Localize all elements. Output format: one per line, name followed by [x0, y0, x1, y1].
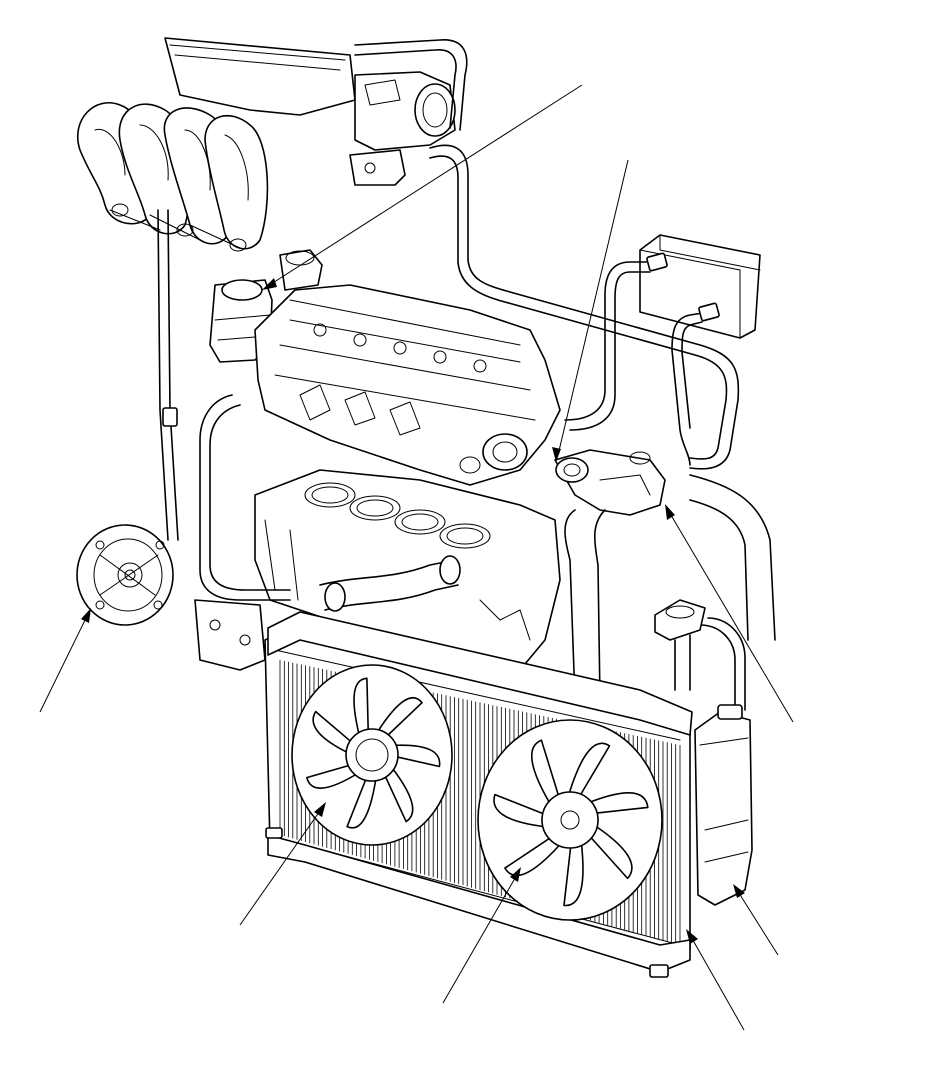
callout-fan-left [239, 802, 326, 926]
fan-blade [353, 677, 369, 736]
fan-blade [306, 763, 359, 789]
throttle-body [349, 71, 456, 186]
fan-blade [493, 793, 547, 828]
cooling-fan-right [477, 719, 663, 921]
callout-thermostat [552, 159, 629, 462]
thermostat-housing [554, 449, 666, 516]
cylinder-head [254, 284, 561, 486]
fan-blade [504, 836, 561, 877]
fan-blade [588, 792, 649, 815]
heater-core [639, 234, 761, 339]
callout-egr-cooling [262, 84, 583, 290]
callout-fan-right [442, 867, 521, 1004]
fan-blade [563, 843, 584, 907]
callout-hose-outlet [665, 504, 794, 723]
water-pump [76, 524, 174, 626]
fan-blade [589, 824, 633, 880]
fan-blade [346, 777, 377, 829]
callout-water-pump [39, 608, 91, 713]
fan-blade [312, 710, 354, 755]
fan-blade [391, 744, 441, 768]
coolant-hoses [157, 39, 776, 711]
fan-blade [377, 697, 423, 738]
callout-reservoir [733, 884, 779, 956]
callout-radiator [686, 929, 745, 1031]
reservoir-tank [694, 704, 753, 906]
fan-blade [568, 742, 611, 796]
intake-manifold [77, 37, 356, 252]
cooling-fan-left [291, 664, 453, 846]
fan-blade [530, 739, 560, 805]
fan-blade [383, 766, 414, 823]
